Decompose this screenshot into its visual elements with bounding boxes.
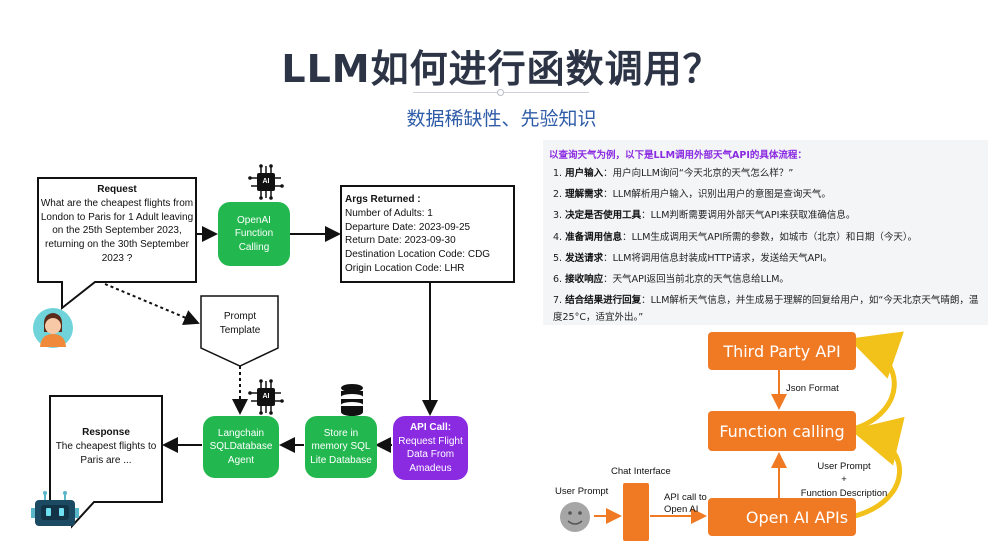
- arrow-request-to-template: [104, 283, 200, 325]
- ai-chip-label-2: AI: [262, 393, 270, 400]
- request-text: What are the cheapest flights from Londo…: [40, 197, 194, 264]
- function-calling-node: Function calling: [708, 411, 856, 451]
- prompt-template-label: Prompt Template: [219, 311, 261, 336]
- step-item: 6. 接收响应：天气API返回当前北京的天气信息给LLM。: [553, 274, 789, 285]
- response-bubble-content: Response The cheapest flights to Paris a…: [53, 426, 159, 467]
- openai-apis-node: Open AI APIs: [708, 498, 856, 536]
- response-title: Response: [82, 427, 130, 438]
- api-call-to-line: Open AI: [664, 504, 699, 516]
- step-item: 1. 用户输入：用户向LLM询问“今天北京的天气怎么样？”: [553, 168, 794, 179]
- request-bubble: [37, 177, 197, 311]
- chat-interface-label: Chat Interface: [611, 466, 671, 477]
- user-prompt-label: User Prompt: [555, 486, 609, 497]
- args-box: [340, 185, 515, 283]
- user-avatar-icon: [33, 308, 73, 348]
- user-prompt-fd-plus: +: [841, 474, 847, 486]
- ai-chip-icon-2: [248, 379, 284, 415]
- third-party-api-node: Third Party API: [708, 332, 856, 370]
- args-line: Origin Location Code: LHR: [345, 262, 465, 274]
- ai-chip-label: AI: [262, 178, 270, 185]
- args-content: Args Returned : Number of Adults: 1 Depa…: [345, 193, 511, 276]
- sql-store-node: Store in memory SQL Lite Database: [305, 416, 377, 478]
- page-subtitle: 数据稀缺性、先验知识: [406, 108, 597, 130]
- user-prompt-fd-line: User Prompt: [817, 461, 871, 472]
- response-text: The cheapest flights to Paris are ...: [55, 440, 157, 466]
- chat-interface-node: [623, 483, 649, 541]
- api-call-to-line: API call to: [664, 492, 707, 503]
- steps-header: 以查询天气为例，以下是LLM调用外部天气API的具体流程：: [549, 150, 807, 161]
- prompt-template-shape: [200, 295, 279, 367]
- yellow-arrow-openai-to-fc: [850, 416, 905, 519]
- user-prompt-function-description-label: User Prompt + Function Description: [790, 460, 898, 500]
- steps-panel: [543, 140, 988, 325]
- args-line: Number of Adults: 1: [345, 207, 433, 219]
- title-divider-dot: [497, 89, 504, 96]
- step-item: 2. 理解需求：LLM解析用户输入，识别出用户的意图是查询天气。: [553, 189, 831, 200]
- json-format-label: Json Format: [786, 383, 839, 394]
- api-call-title: API Call:: [409, 422, 452, 433]
- langchain-agent-node: Langchain SQLDatabase Agent: [203, 416, 279, 478]
- yellow-arrow-fc-to-thirdparty: [848, 331, 904, 433]
- request-title: Request: [97, 184, 137, 195]
- user-prompt-fd-line: Function Description: [800, 487, 888, 499]
- args-line: Return Date: 2023-09-30: [345, 235, 456, 247]
- step-item: 4. 准备调用信息：LLM生成调用天气API所需的参数，如城市（北京）和日期（今…: [553, 232, 918, 243]
- api-call-to-openai-label: API call to Open AI: [664, 492, 707, 517]
- database-icon: [341, 384, 363, 416]
- openai-function-calling-node: OpenAI Function Calling: [218, 202, 290, 266]
- step-item: 5. 发送请求：LLM将调用信息封装成HTTP请求，发送给天气API。: [553, 253, 833, 264]
- page-title: LLM如何进行函数调用？: [281, 47, 722, 91]
- robot-icon: [31, 491, 79, 526]
- args-title: Args Returned :: [345, 194, 421, 205]
- user-smiley-icon: [560, 502, 590, 532]
- api-call-node: API Call: Request Flight Data From Amade…: [393, 416, 468, 480]
- step-item: 3. 决定是否使用工具：LLM判断需要调用外部天气API来获取准确信息。: [553, 210, 856, 221]
- args-line: Departure Date: 2023-09-25: [345, 221, 471, 233]
- args-line: Destination Location Code: CDG: [345, 249, 491, 261]
- step-item: 7. 结合结果进行回复：LLM解析天气信息，并生成易于理解的回复给用户，如“今天…: [553, 295, 979, 323]
- request-bubble-content: Request What are the cheapest flights fr…: [40, 183, 194, 266]
- ai-chip-icon: [248, 164, 284, 200]
- api-call-text: Request Flight Data From Amadeus: [398, 435, 463, 474]
